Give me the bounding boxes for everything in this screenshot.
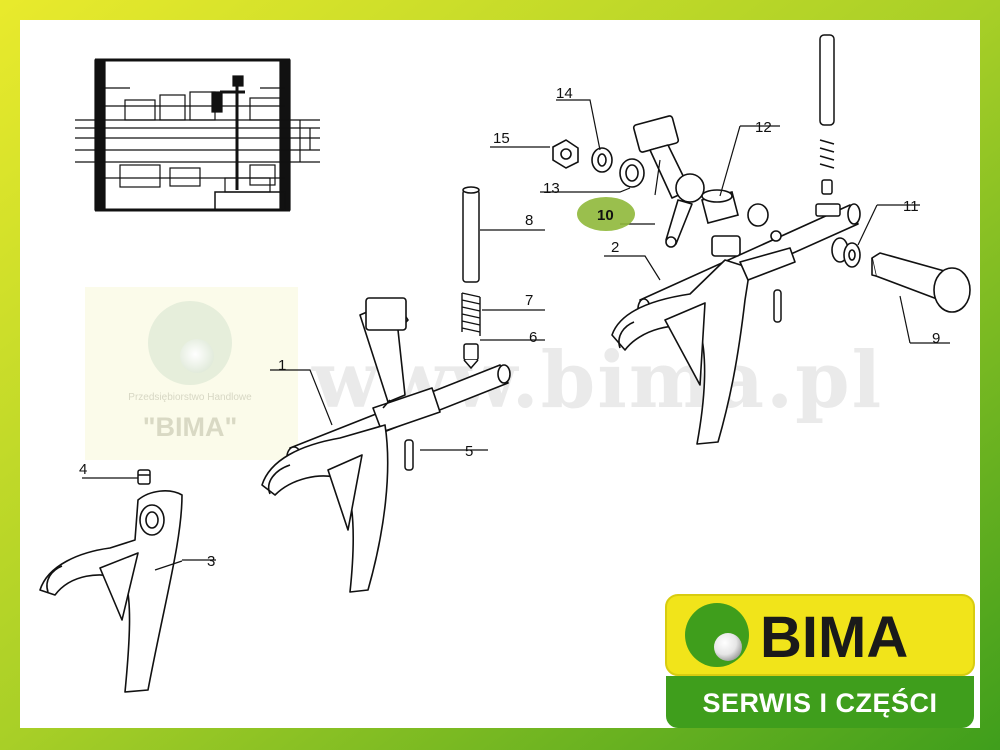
part-4-bolt xyxy=(137,469,151,485)
part-5-pin xyxy=(404,439,414,471)
part-label-11: 11 xyxy=(903,198,919,215)
leader-lines xyxy=(82,99,950,571)
logo-brand-text: BIMA xyxy=(760,605,908,670)
part-label-4: 4 xyxy=(79,461,87,478)
part-9-knob xyxy=(871,252,971,313)
part-detent-rod-top xyxy=(815,34,841,217)
part-1-fork-shaft xyxy=(261,297,511,593)
part-label-15: 15 xyxy=(493,130,510,147)
part-label-7: 7 xyxy=(525,292,533,309)
bima-logo: BIMA SERWIS I CZĘŚCI xyxy=(665,594,975,728)
watermark-company-line: Przedsiębiorstwo Handlowe xyxy=(128,392,252,403)
part-label-8: 8 xyxy=(525,212,533,229)
part-label-1: 1 xyxy=(278,357,286,374)
part-label-13: 13 xyxy=(543,180,560,197)
part-small-washer xyxy=(747,203,769,227)
part-label-3: 3 xyxy=(207,553,215,570)
part-3-fork xyxy=(39,490,183,693)
part-label-10: 10 xyxy=(597,207,614,224)
part-15-nut xyxy=(552,139,579,169)
part-14-washer xyxy=(591,147,613,173)
part-label-14: 14 xyxy=(556,85,573,102)
watermark-company-block: Przedsiębiorstwo Handlowe "BIMA" xyxy=(85,287,298,460)
part-7-spring xyxy=(461,292,481,336)
part-2-fork-shaft xyxy=(611,203,861,445)
part-13-ring xyxy=(619,158,645,188)
part-small-pin-right xyxy=(773,289,782,323)
gearbox-inset-drawing xyxy=(75,58,320,212)
part-labels: 1 2 3 4 5 6 7 8 9 10 11 12 13 14 15 xyxy=(79,85,940,570)
part-10-lever xyxy=(632,115,705,248)
part-label-5: 5 xyxy=(465,443,473,460)
part-label-2: 2 xyxy=(611,239,619,256)
part-6-detent xyxy=(463,343,479,370)
part-12-bushing xyxy=(701,189,739,224)
logo-tagline: SERWIS I CZĘŚCI xyxy=(702,687,937,718)
part-label-9: 9 xyxy=(932,330,940,347)
part-8-rod xyxy=(462,186,480,283)
part-label-6: 6 xyxy=(529,329,537,346)
watermark-company-name: "BIMA" xyxy=(143,412,238,442)
part-11-washers xyxy=(831,237,861,268)
part-label-12: 12 xyxy=(755,119,772,136)
part-10-highlight xyxy=(577,197,635,231)
logo-ball-icon xyxy=(685,603,749,667)
